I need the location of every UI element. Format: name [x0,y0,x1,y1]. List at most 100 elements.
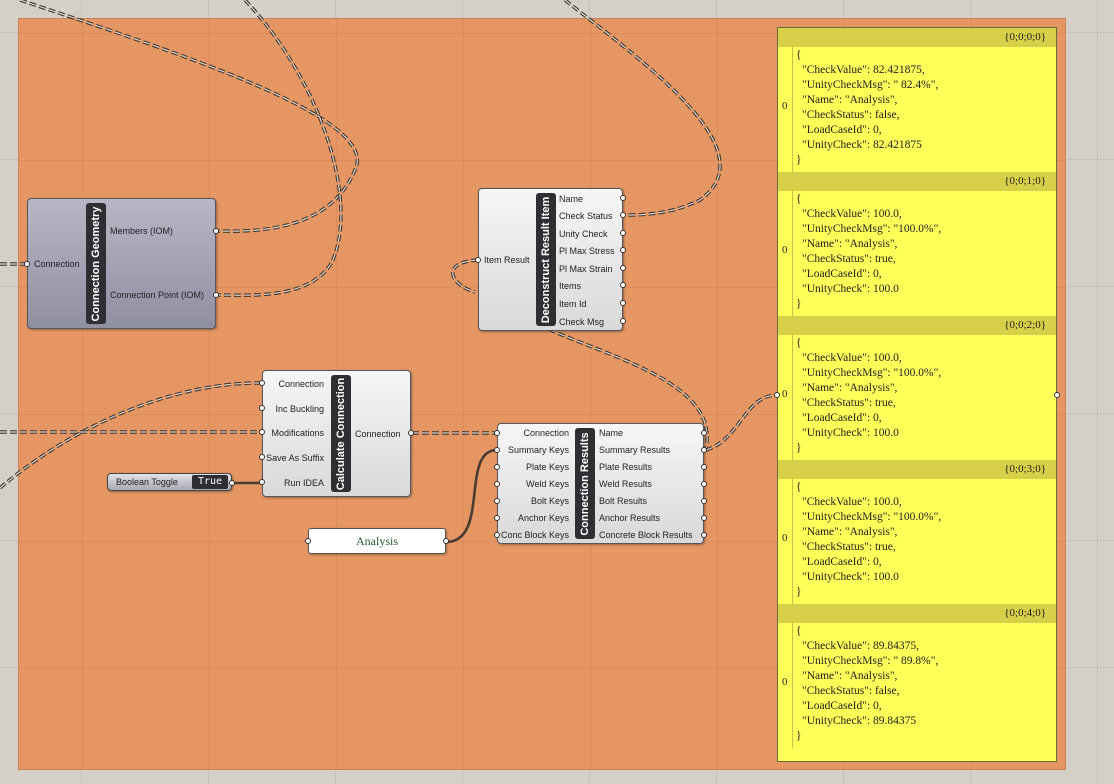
output-grip[interactable] [620,247,626,253]
output-grip[interactable] [701,447,707,453]
deconstruct-result-item-component[interactable]: Item Result Deconstruct Result Item Name… [478,188,623,331]
output-grip[interactable] [701,515,707,521]
output-item-id[interactable]: Item Id [559,299,587,309]
output-grip[interactable] [620,282,626,288]
output-grip[interactable] [701,498,707,504]
panel-line: "UnityCheck": 100.0 [802,283,899,295]
output-anchor-results[interactable]: Anchor Results [599,513,661,523]
output-summary-results[interactable]: Summary Results [599,445,671,455]
output-grip[interactable] [408,430,414,436]
input-connection[interactable]: Connection [523,428,569,438]
branch-index: 0 [782,676,788,688]
output-name[interactable]: Name [559,194,584,204]
input-grip[interactable] [494,481,500,487]
input-grip[interactable] [259,479,265,485]
input-save-as-suffix[interactable]: Save As Suffix [266,453,324,463]
component-title: Calculate Connection [335,377,347,490]
input-plate-keys[interactable]: Plate Keys [525,462,569,472]
input-connection[interactable]: Connection [278,379,324,389]
branch-divider [792,335,793,460]
input-anchor-keys[interactable]: Anchor Keys [517,513,569,523]
input-grip[interactable] [259,429,265,435]
panel-line: } [796,730,802,742]
input-connection[interactable]: Connection [34,259,80,269]
output-name[interactable]: Name [599,428,624,438]
connection-geometry-component[interactable]: Connection Connection Geometry Members (… [27,198,216,329]
input-grip[interactable] [305,538,311,544]
output-members[interactable]: Members (IOM) [110,226,173,236]
panel-line: } [796,298,802,310]
output-grip[interactable] [620,300,626,306]
output-unity-check[interactable]: Unity Check [559,229,608,239]
panel-line: "Name": "Analysis", [802,238,898,250]
output-pl-max-strain[interactable]: Pl Max Strain [559,264,613,274]
panel-line: "UnityCheckMsg": " 82.4%", [802,79,939,91]
output-grip[interactable] [620,265,626,271]
input-grip[interactable] [494,532,500,538]
analysis-text-panel[interactable]: Analysis [308,528,446,554]
calculate-connection-component[interactable]: Connection Inc Buckling Modifications Sa… [262,370,411,497]
panel-line: "UnityCheckMsg": "100.0%", [802,367,942,379]
output-grip[interactable] [620,212,626,218]
input-grip[interactable] [774,392,780,398]
output-grip[interactable] [213,292,219,298]
input-modifications[interactable]: Modifications [271,428,324,438]
input-grip[interactable] [259,454,265,460]
output-check-status[interactable]: Check Status [559,211,613,221]
input-run-idea[interactable]: Run IDEA [283,478,324,488]
output-bolt-results[interactable]: Bolt Results [599,496,648,506]
branch-path: {0;0;2;0} [778,316,1056,335]
panel-line: "UnityCheckMsg": "100.0%", [802,511,942,523]
connection-results-component[interactable]: Connection Summary Keys Plate Keys Weld … [497,423,704,544]
output-pl-max-stress[interactable]: Pl Max Stress [559,246,615,256]
input-grip[interactable] [259,405,265,411]
branch-path: {0;0;3;0} [778,460,1056,479]
input-summary-keys[interactable]: Summary Keys [507,445,569,455]
input-inc-buckling[interactable]: Inc Buckling [275,404,324,414]
panel-line: "LoadCaseId": 0, [802,412,882,424]
input-grip[interactable] [494,447,500,453]
panel-line: { [796,337,802,349]
output-plate-results[interactable]: Plate Results [599,462,653,472]
output-grip[interactable] [620,230,626,236]
boolean-toggle[interactable]: Boolean Toggle True [107,473,232,491]
input-grip[interactable] [259,380,265,386]
panel-line: "CheckValue": 82.421875, [802,64,925,76]
output-grip[interactable] [1054,392,1060,398]
output-grip[interactable] [701,481,707,487]
output-grip[interactable] [620,195,626,201]
output-connection-point[interactable]: Connection Point (IOM) [110,290,205,300]
output-grip[interactable] [620,318,626,324]
output-grip[interactable] [701,532,707,538]
panel-line: "CheckStatus": false, [802,685,900,697]
output-concrete-block-results[interactable]: Concrete Block Results [599,530,693,540]
output-panel[interactable]: {0;0;0;0} 0 { "CheckValue": 82.421875, "… [777,27,1057,762]
branch-index: 0 [782,388,788,400]
output-grip[interactable] [701,464,707,470]
input-grip[interactable] [494,464,500,470]
component-banner: Connection Results [575,428,595,539]
panel-line: } [796,154,802,166]
output-grip[interactable] [213,228,219,234]
input-grip[interactable] [494,515,500,521]
toggle-value[interactable]: True [192,475,228,489]
output-connection[interactable]: Connection [355,429,401,439]
input-grip[interactable] [494,498,500,504]
output-items[interactable]: Items [559,281,582,291]
input-bolt-keys[interactable]: Bolt Keys [530,496,569,506]
output-grip[interactable] [443,538,449,544]
output-grip[interactable] [229,480,235,486]
panel-line: "CheckStatus": true, [802,397,896,409]
input-grip[interactable] [494,430,500,436]
input-conc-block-keys[interactable]: Conc Block Keys [500,530,569,540]
component-banner: Connection Geometry [86,203,106,324]
input-weld-keys[interactable]: Weld Keys [526,479,569,489]
panel-line: { [796,49,802,61]
output-check-msg[interactable]: Check Msg [559,317,605,327]
output-weld-results[interactable]: Weld Results [599,479,652,489]
input-grip[interactable] [24,261,30,267]
output-grip[interactable] [701,430,707,436]
input-item-result[interactable]: Item Result [484,255,530,265]
panel-branch: {0;0;3;0} 0 { "CheckValue": 100.0, "Unit… [778,460,1056,604]
input-grip[interactable] [475,257,481,263]
